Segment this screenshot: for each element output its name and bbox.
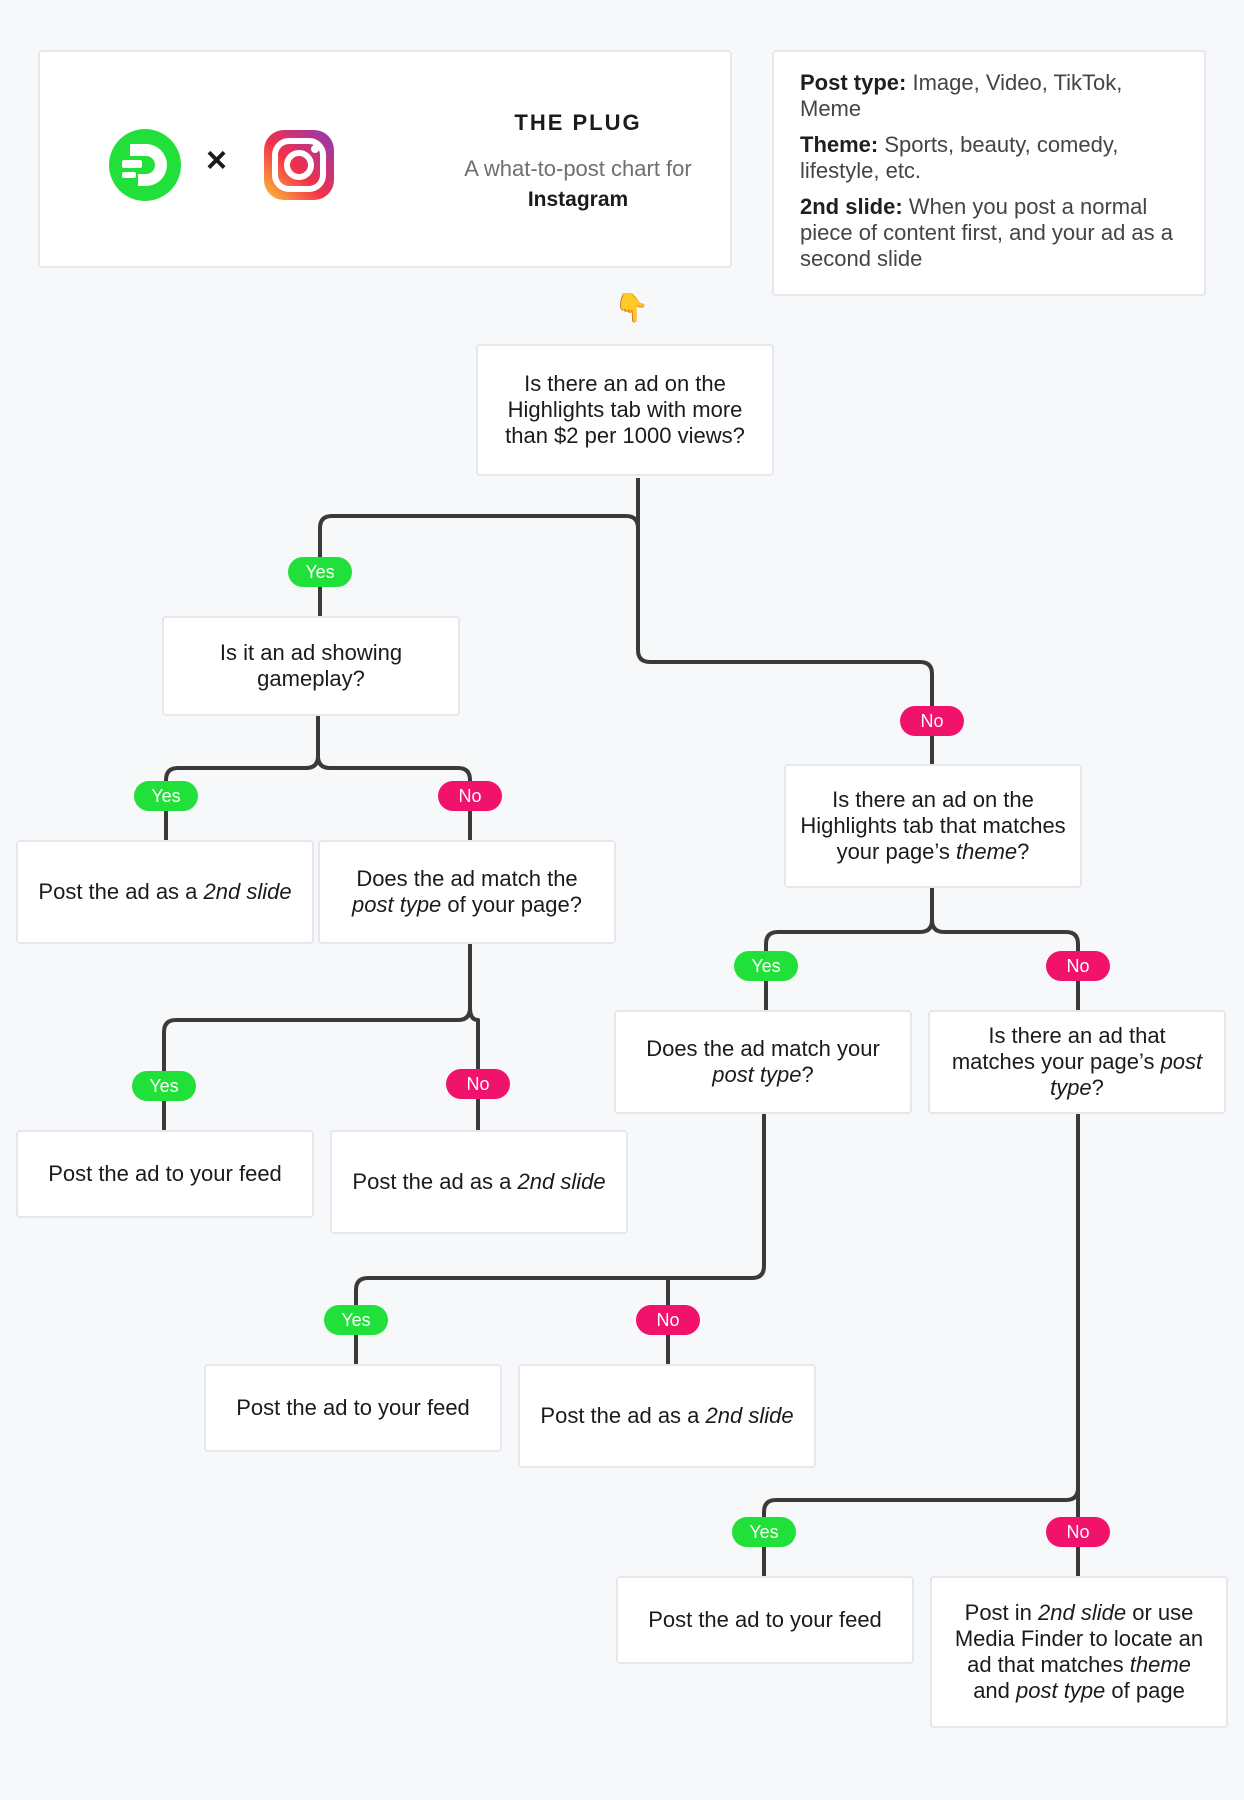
yes-badge: Yes — [734, 951, 798, 981]
node-text: Post the ad as a 2nd slide — [38, 879, 292, 904]
no-badge: No — [1046, 951, 1110, 981]
question-theme: Is there an ad on the Highlights tab tha… — [784, 764, 1082, 888]
node-text: Post the ad to your feed — [236, 1395, 470, 1420]
node-text: Is there an ad that matches your page’s … — [951, 1023, 1203, 1100]
yes-badge: Yes — [732, 1517, 796, 1547]
brand-card: × THE PLUG A what-to-post chart for Inst… — [38, 50, 732, 268]
yes-badge: Yes — [134, 781, 198, 811]
no-badge: No — [636, 1305, 700, 1335]
question-post-type-ad: Is there an ad that matches your page’s … — [928, 1010, 1226, 1114]
legend-definition: Image, Video, TikTok, Meme — [800, 70, 1123, 121]
connector-posttype2-branch — [354, 1112, 766, 1366]
legend-term: Post type: — [800, 70, 907, 95]
node-text: Is it an ad showing gameplay? — [219, 640, 403, 691]
node-text: Does the ad match your post type? — [646, 1036, 880, 1087]
question-gameplay: Is it an ad showing gameplay? — [162, 616, 460, 716]
answer-2nd-slide: Post the ad as a 2nd slide — [330, 1130, 628, 1234]
answer-2nd-slide: Post the ad as a 2nd slide — [518, 1364, 816, 1468]
node-text: Post in 2nd slide or use Media Finder to… — [954, 1600, 1204, 1703]
legend-2nd-slide: 2nd slide: When you post a normal piece … — [800, 194, 1178, 272]
legend-definition: Sports, beauty, comedy, lifestyle, etc. — [800, 132, 1119, 183]
question-post-type: Does the ad match your post type? — [614, 1010, 912, 1114]
yes-badge: Yes — [288, 557, 352, 587]
legend-theme: Theme: Sports, beauty, comedy, lifestyle… — [800, 132, 1178, 184]
yes-badge: Yes — [132, 1071, 196, 1101]
node-text: Post the ad to your feed — [48, 1161, 282, 1186]
no-badge: No — [438, 781, 502, 811]
node-text: Does the ad match the post type of your … — [352, 866, 582, 917]
brand-subtitle: A what-to-post chart for — [464, 156, 692, 181]
connector-q1-no — [636, 478, 934, 786]
connector-posttype1-no — [468, 914, 480, 1132]
node-text: Post the ad as a 2nd slide — [352, 1169, 606, 1194]
question-post-type: Does the ad match the post type of your … — [318, 840, 616, 944]
no-badge: No — [1046, 1517, 1110, 1547]
node-text: Post the ad as a 2nd slide — [540, 1403, 794, 1428]
node-text: Is there an ad on the Highlights tab wit… — [505, 371, 745, 448]
pointing-down-icon: 👇 — [614, 292, 649, 323]
answer-2nd-slide: Post the ad as a 2nd slide — [16, 840, 314, 944]
node-text: Is there an ad on the Highlights tab tha… — [800, 787, 1066, 864]
legend-post-type: Post type: Image, Video, TikTok, Meme — [800, 70, 1178, 122]
legend-card: Post type: Image, Video, TikTok, Meme Th… — [772, 50, 1206, 296]
connector-theme-yes — [764, 886, 934, 1012]
times-symbol: × — [206, 139, 228, 180]
connector-posttype1-yes — [162, 914, 472, 1132]
connector-gameplay-no — [316, 716, 472, 842]
legend-definition: When you post a normal piece of content … — [800, 194, 1174, 271]
legend-term: 2nd slide: — [800, 194, 903, 219]
legend-term: Theme: — [800, 132, 879, 157]
no-badge: No — [446, 1069, 510, 1099]
brand-title: THE PLUG — [514, 110, 642, 135]
connector-postad-branch — [762, 1112, 1080, 1578]
instagram-logo-icon — [264, 130, 334, 200]
node-text: Post the ad to your feed — [648, 1607, 882, 1632]
connector-q1-yes — [318, 478, 640, 618]
connector-gameplay-yes — [164, 716, 320, 842]
question-highlights-rate: Is there an ad on the Highlights tab wit… — [476, 344, 774, 476]
connector-theme-no — [930, 886, 1080, 1012]
answer-feed: Post the ad to your feed — [16, 1130, 314, 1218]
brand-platform: Instagram — [527, 188, 629, 211]
answer-feed: Post the ad to your feed — [204, 1364, 502, 1452]
answer-feed: Post the ad to your feed — [616, 1576, 914, 1664]
plug-logo-icon — [109, 129, 181, 201]
no-badge: No — [900, 706, 964, 736]
yes-badge: Yes — [324, 1305, 388, 1335]
answer-media-finder: Post in 2nd slide or use Media Finder to… — [930, 1576, 1228, 1728]
